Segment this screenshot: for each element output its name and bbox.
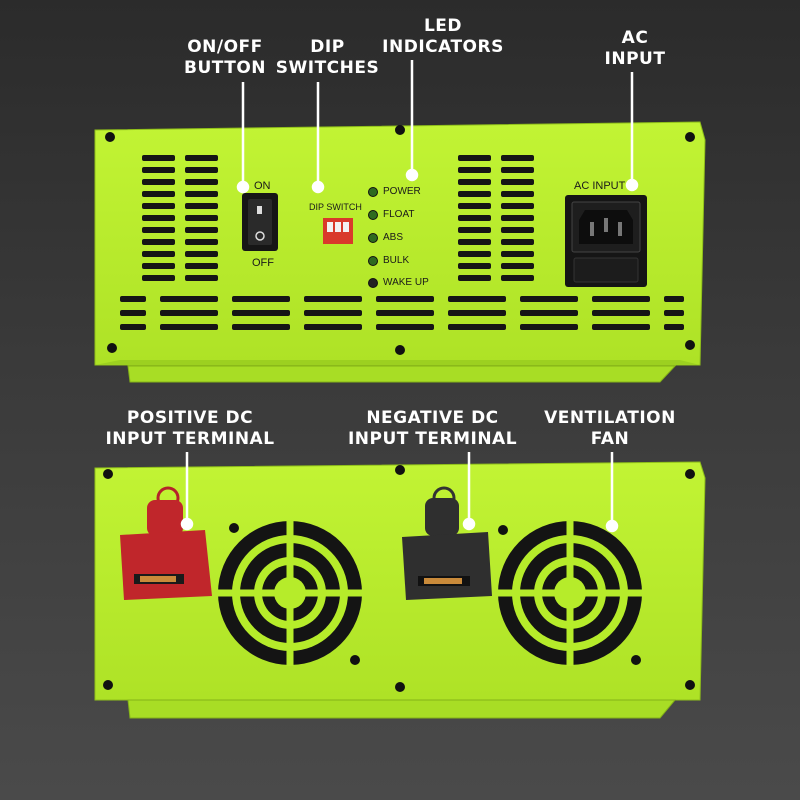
- ac-input-label: AC INPUT: [574, 180, 626, 192]
- callout-dip-switches: DIP SWITCHES: [275, 37, 380, 78]
- callout-ac-input: AC INPUT: [604, 28, 666, 69]
- callout-ventilation-fan: VENTILATION FAN: [544, 408, 676, 449]
- led-dots: [368, 187, 378, 288]
- led-label-bulk: BULK: [383, 255, 410, 266]
- led-label-float: FLOAT: [383, 209, 415, 220]
- led-label-abs: ABS: [383, 232, 404, 243]
- front-panel: [94, 121, 706, 383]
- positive-terminal: [120, 486, 212, 600]
- switch-off-label: OFF: [252, 257, 274, 269]
- callout-negative-dc-terminal: NEGATIVE DC INPUT TERMINAL: [347, 408, 518, 449]
- dip-switch-label: DIP SWITCH: [309, 202, 362, 212]
- callout-on-off-button: ON/OFF BUTTON: [183, 37, 267, 78]
- back-panel: [94, 461, 706, 719]
- ac-input-socket: [565, 195, 647, 287]
- dip-switch-block: [323, 218, 353, 244]
- negative-terminal: [402, 486, 492, 600]
- fan-right: [497, 520, 643, 666]
- bottom-leader-lines: [180, 452, 619, 533]
- led-label-power: POWER: [383, 186, 421, 197]
- rocker-switch: [242, 193, 278, 251]
- top-leader-lines: [236, 60, 639, 194]
- callout-led-indicators: LED INDICATORS: [382, 16, 504, 57]
- fan-left: [217, 520, 363, 666]
- callout-positive-dc-terminal: POSITIVE DC INPUT TERMINAL: [105, 408, 275, 449]
- switch-on-label: ON: [254, 180, 271, 192]
- led-label-wake-up: WAKE UP: [383, 277, 429, 288]
